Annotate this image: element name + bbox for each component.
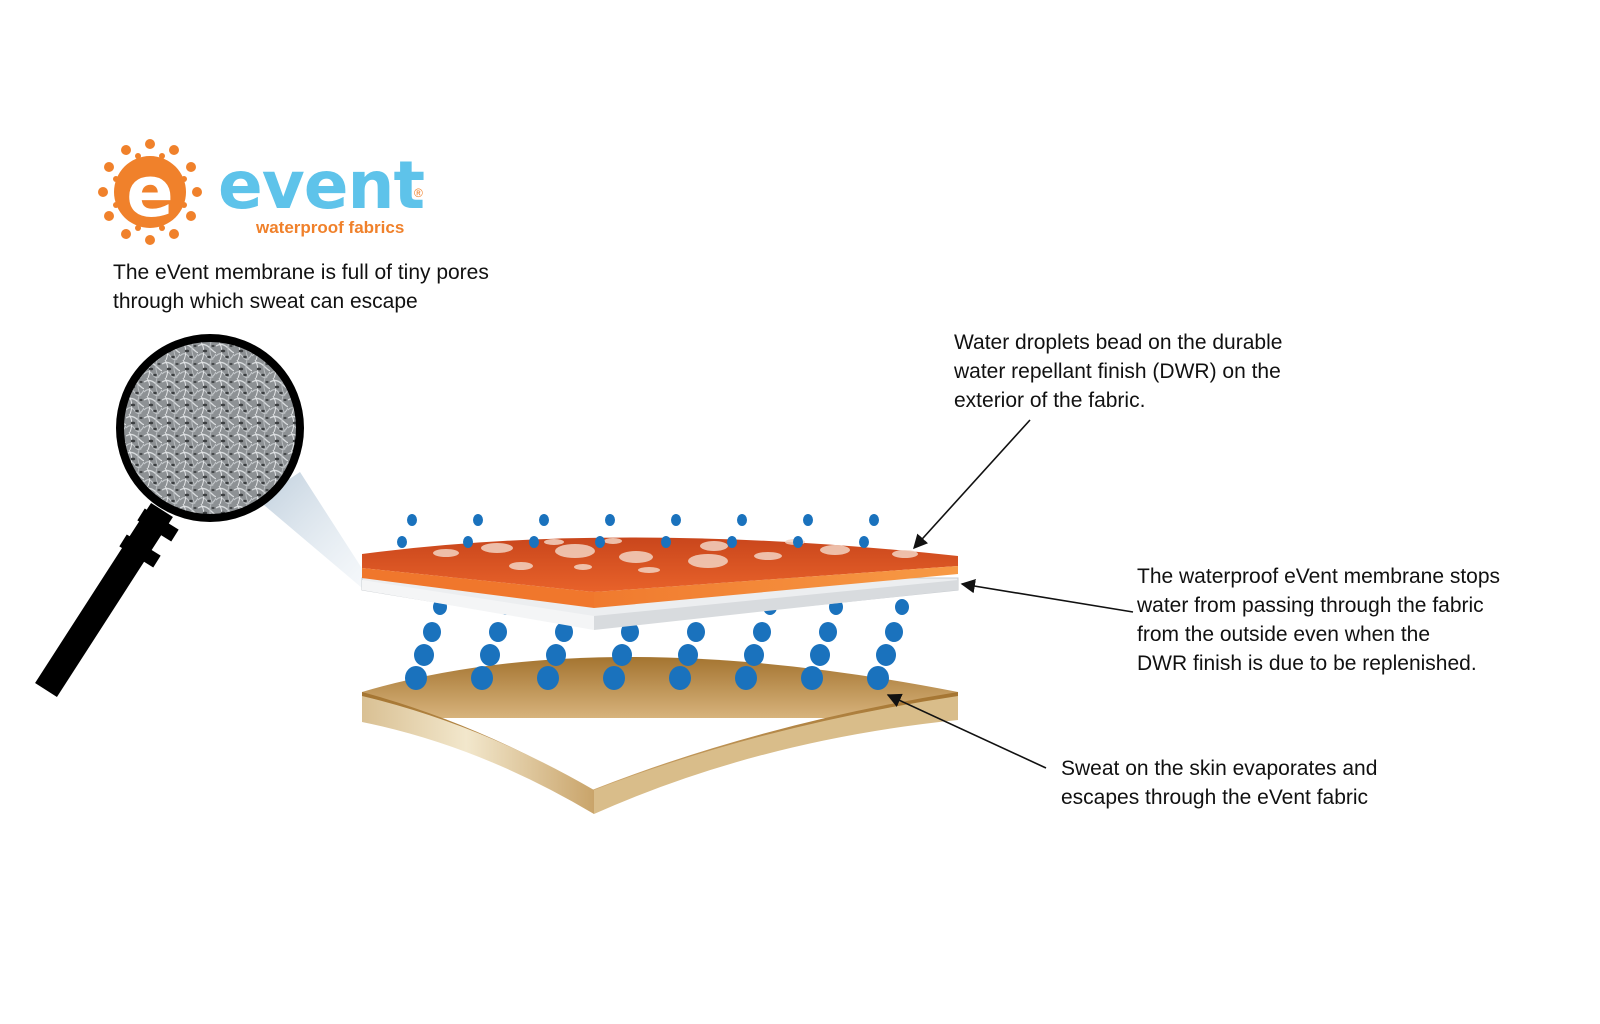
rain-droplet <box>727 536 737 548</box>
rain-droplet <box>803 514 813 526</box>
rain-droplet <box>793 536 803 548</box>
rain-droplets <box>397 514 879 548</box>
sweat-droplet <box>735 666 757 690</box>
rain-droplet <box>539 514 549 526</box>
sweat-droplet <box>867 666 889 690</box>
magnifying-glass-icon <box>35 334 304 698</box>
caption-line: escapes through the eVent fabric <box>1061 786 1369 809</box>
rain-droplet <box>869 514 879 526</box>
sweat-droplet <box>687 622 705 642</box>
sweat-droplet <box>876 644 896 666</box>
sweat-droplet <box>405 666 427 690</box>
rain-droplet <box>859 536 869 548</box>
sweat-droplet <box>480 644 500 666</box>
caption-line: water from passing through the fabric <box>1137 594 1484 617</box>
caption-line: exterior of the fabric. <box>954 389 1146 412</box>
sun-e-emblem-icon: e <box>98 139 202 245</box>
caption-line: Water droplets bead on the durable <box>954 331 1283 354</box>
caption-line: The waterproof eVent membrane stops <box>1137 565 1501 588</box>
caption-membrane-waterproof: The waterproof eVent membrane stops wate… <box>1137 562 1500 678</box>
magnifier-beam <box>258 472 372 588</box>
rain-droplet <box>397 536 407 548</box>
sweat-droplet <box>753 622 771 642</box>
sweat-droplet <box>621 622 639 642</box>
outer-fabric-layer <box>362 537 958 608</box>
sweat-droplet <box>555 622 573 642</box>
sweat-droplet <box>489 622 507 642</box>
caption-sweat: Sweat on the skin evaporates and escapes… <box>1061 754 1377 812</box>
arrow-membrane <box>960 578 1134 613</box>
rain-droplet <box>473 514 483 526</box>
logo-wordmark: event <box>218 147 425 224</box>
rain-droplet <box>595 536 605 548</box>
sweat-droplet <box>423 622 441 642</box>
rain-droplet <box>463 536 473 548</box>
logo-tagline: waterproof fabrics <box>256 218 405 237</box>
rain-droplet <box>671 514 681 526</box>
sweat-droplet <box>819 622 837 642</box>
sweat-droplet <box>546 644 566 666</box>
logo-emblem-letter: e <box>126 151 173 233</box>
rain-droplet <box>407 514 417 526</box>
caption-line: water repellant finish (DWR) on the <box>954 360 1281 383</box>
leader-arrows <box>886 419 1134 769</box>
rain-droplet <box>605 514 615 526</box>
sweat-droplet <box>603 666 625 690</box>
caption-line: through which sweat can escape <box>113 290 418 313</box>
sweat-droplet <box>810 644 830 666</box>
arrow-dwr <box>913 419 1031 550</box>
sweat-droplet <box>895 599 909 615</box>
sweat-droplet <box>612 644 632 666</box>
caption-line: from the outside even when the <box>1137 623 1431 646</box>
rain-droplet <box>661 536 671 548</box>
caption-membrane-pores: The eVent membrane is full of tiny pores… <box>113 258 489 316</box>
sweat-droplet <box>537 666 559 690</box>
sweat-droplet <box>885 622 903 642</box>
sweat-droplet <box>669 666 691 690</box>
rain-droplet <box>529 536 539 548</box>
sweat-droplet <box>678 644 698 666</box>
rain-droplet <box>737 514 747 526</box>
caption-line: The eVent membrane is full of tiny pores <box>113 261 489 284</box>
sweat-droplet <box>414 644 434 666</box>
sweat-droplet <box>471 666 493 690</box>
logo-registered-mark: ® <box>414 186 423 200</box>
caption-line: Sweat on the skin evaporates and <box>1061 757 1378 780</box>
sweat-droplet <box>801 666 823 690</box>
sweat-droplet <box>744 644 764 666</box>
caption-dwr: Water droplets bead on the durable water… <box>954 328 1282 415</box>
caption-line: DWR finish is due to be replenished. <box>1137 652 1477 675</box>
arrow-sweat <box>886 693 1047 769</box>
